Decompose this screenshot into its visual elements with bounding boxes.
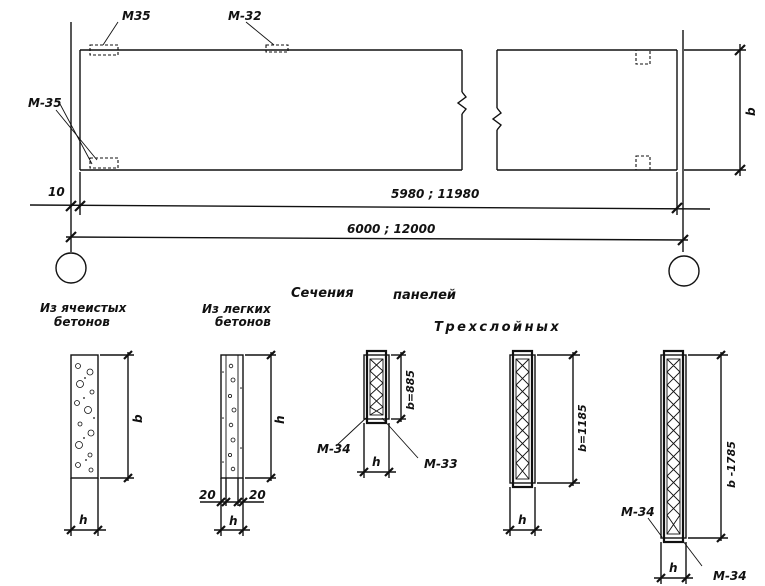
mark-m32: M-32 <box>228 9 262 23</box>
tl1-mark-left: M-34 <box>317 442 351 456</box>
embedded-parts <box>89 44 651 171</box>
section-cellular: Из ячеистых бетонов <box>40 301 145 536</box>
mark-m35-top: M35 <box>122 9 151 23</box>
light-caption-1: Из легких <box>202 302 272 316</box>
dim-total-length: 6000 ; 12000 <box>65 222 689 246</box>
light-thickness-label: h <box>229 514 238 528</box>
section-three-layer-1185: b=1185 h <box>503 349 589 536</box>
cellular-height-label: b <box>131 414 145 423</box>
tl1-thickness-label: h <box>372 455 381 469</box>
tl1-mark-right: M-33 <box>424 457 458 471</box>
tl3-mark-bottom: M-34 <box>713 569 747 583</box>
dim-inner-length: 10 5980 ; 11980 <box>29 172 711 215</box>
light-left-dim-label: 20 <box>199 488 216 502</box>
cellular-caption-2: бетонов <box>54 315 110 329</box>
dim-total-label: 6000 ; 12000 <box>347 222 435 236</box>
tl1-height-label: b=885 <box>404 370 417 410</box>
dim-inner-label: 5980 ; 11980 <box>391 187 479 201</box>
section-light: Из легких бетонов <box>199 302 287 536</box>
light-caption-2: бетонов <box>215 315 271 329</box>
tl3-height-label: b -1785 <box>725 441 738 488</box>
light-right-dim-label: 20 <box>249 488 266 502</box>
plan-view: M35 M-32 M-35 10 5980 ; 11980 6000 ; 120… <box>28 9 758 287</box>
dim-height-label: b <box>744 107 758 116</box>
light-height-label: h <box>273 415 287 424</box>
light-hatch <box>222 363 242 472</box>
sections: Сечения панелей Трехслойных Из ячеистых … <box>40 286 747 584</box>
cellular-caption-1: Из ячеистых <box>40 301 128 315</box>
section-three-layer-885: b=885 M-34 M-33 h <box>317 349 458 478</box>
cellular-thickness-label: h <box>79 513 88 527</box>
axis-bubble-right <box>668 255 700 287</box>
section-three-layer-1785: b -1785 M-34 M-34 h <box>621 349 747 584</box>
tl2-thickness-label: h <box>518 513 527 527</box>
tl2-height-label: b=1185 <box>576 404 589 452</box>
panel-right <box>491 49 678 171</box>
dim-height: b <box>684 44 758 176</box>
axis-bubble-left <box>55 252 87 284</box>
tl3-thickness-label: h <box>669 561 678 575</box>
dim-offset-label: 10 <box>48 185 65 199</box>
three-layer-caption: Трехслойных <box>434 320 561 335</box>
mark-m35-left: M-35 <box>28 96 62 110</box>
panel-left <box>79 49 467 171</box>
sections-title-word2: панелей <box>393 288 456 303</box>
sections-title-word1: Сечения <box>291 286 354 301</box>
tl3-mark-top: M-34 <box>621 505 655 519</box>
cellular-hatch <box>74 363 95 473</box>
